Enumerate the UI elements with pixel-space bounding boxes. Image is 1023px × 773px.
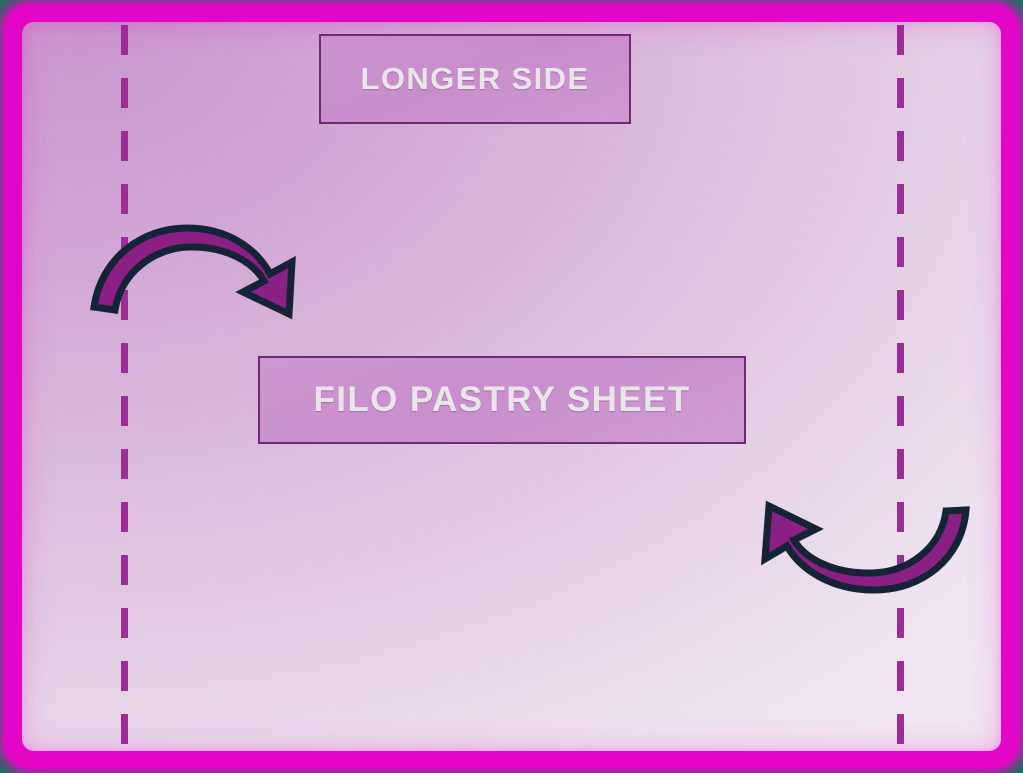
label-longer-side-text: LONGER SIDE: [360, 61, 590, 96]
label-filo-pastry-sheet: FILO PASTRY SHEET: [258, 356, 746, 444]
label-longer-side: LONGER SIDE: [319, 34, 631, 124]
label-filo-pastry-sheet-text: FILO PASTRY SHEET: [313, 380, 691, 419]
filo-pastry-sheet-surface: LONGER SIDE FILO PASTRY SHEET: [22, 22, 1001, 751]
fold-line-left: [121, 25, 128, 748]
arrow-top-left-icon: [90, 224, 296, 320]
fold-line-right: [897, 25, 904, 748]
arrow-bottom-right-icon: [761, 500, 970, 594]
